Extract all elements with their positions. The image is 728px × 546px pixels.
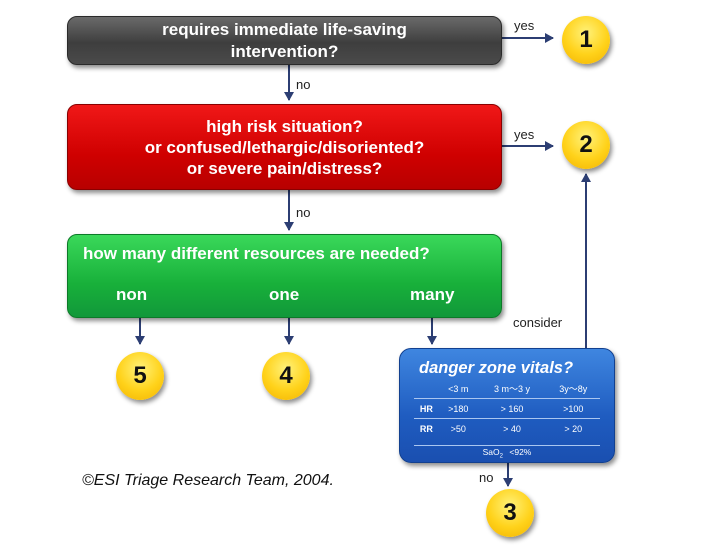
vitals-table: <3 m 3 m～3 y 3y～8y HR >180 > 160 >100 RR… [414, 379, 600, 438]
life-saving-question-box: requires immediate life-saving intervent… [67, 16, 502, 65]
danger-zone-vitals-box: danger zone vitals? <3 m 3 m～3 y 3y～8y H… [399, 348, 615, 463]
vitals-cell: >180 [438, 398, 478, 419]
edge-label-yes-2: yes [514, 127, 535, 142]
vitals-cell: >100 [546, 398, 600, 419]
esi-level-4-circle: 4 [262, 352, 310, 400]
edge-label-consider: consider [513, 315, 563, 330]
life-saving-question-line2: intervention? [230, 42, 339, 61]
vitals-header-cell: 3 m～3 y [494, 384, 531, 394]
vitals-title: danger zone vitals? [419, 359, 574, 377]
esi-level-2-circle: 2 [562, 121, 610, 169]
vitals-cell: > 40 [477, 418, 547, 438]
sao2-value: <92% [509, 447, 532, 457]
vitals-header-row: <3 m 3 m～3 y 3y～8y [414, 379, 600, 399]
credit-text: ©ESI Triage Research Team, 2004. [82, 472, 334, 489]
high-risk-question-line3: or severe pain/distress? [186, 159, 383, 178]
vitals-header-cell [414, 379, 439, 399]
vitals-cell: >50 [438, 418, 478, 438]
esi-level-1-circle: 1 [562, 16, 610, 64]
edge-label-yes-1: yes [514, 18, 535, 33]
sao2-threshold: SaO2 <92% [414, 445, 600, 460]
high-risk-question-line1: high risk situation? [206, 117, 363, 136]
high-risk-question-box: high risk situation? or confused/letharg… [67, 104, 502, 190]
resources-question: how many different resources are needed? [83, 244, 430, 263]
high-risk-question-line2: or confused/lethargic/disoriented? [144, 138, 425, 157]
resources-option-one: one [269, 285, 300, 304]
vitals-cell: > 20 [546, 418, 600, 438]
edge-label-no-2: no [296, 205, 311, 220]
esi-level-3-circle: 3 [486, 489, 534, 537]
resources-option-none: non [116, 285, 148, 304]
life-saving-question-line1: requires immediate life-saving [162, 20, 407, 39]
vitals-cell: > 160 [477, 398, 547, 419]
vitals-row-label: HR [414, 398, 439, 419]
vitals-row-rr: RR >50 > 40 > 20 [414, 418, 600, 438]
vitals-header-cell: 3y～8y [559, 384, 588, 394]
vitals-row-label: RR [414, 418, 439, 438]
sao2-prefix: SaO [482, 447, 500, 457]
resources-question-box: how many different resources are needed?… [67, 234, 502, 318]
vitals-row-hr: HR >180 > 160 >100 [414, 398, 600, 419]
edge-label-no-1: no [296, 77, 311, 92]
sao2-subscript: 2 [499, 453, 503, 460]
edge-label-no-3: no [479, 470, 494, 485]
resources-option-many: many [410, 285, 455, 304]
vitals-header-cell: <3 m [448, 383, 469, 394]
esi-level-5-circle: 5 [116, 352, 164, 400]
